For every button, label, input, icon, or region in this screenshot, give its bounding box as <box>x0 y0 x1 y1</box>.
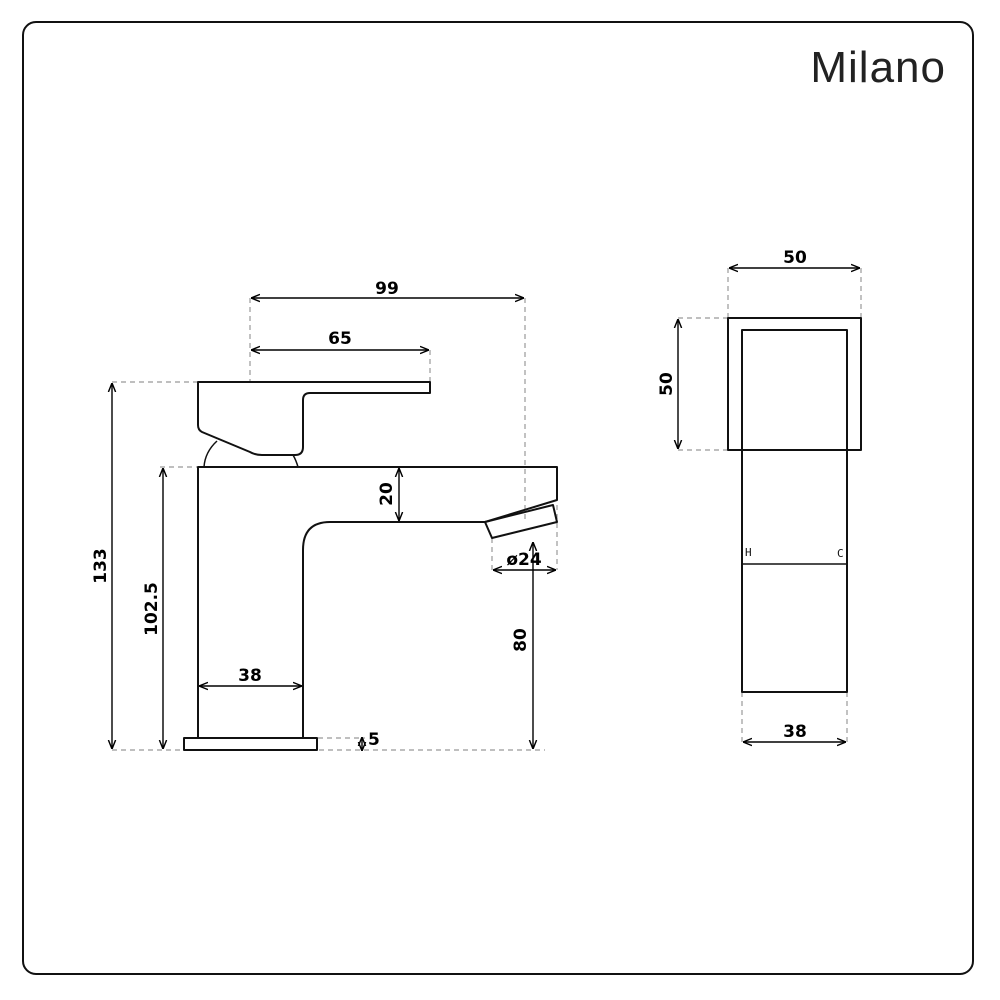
dim-front-body-width: 38 <box>783 722 807 742</box>
handle-collar <box>203 440 218 468</box>
dim-body-width: 38 <box>238 666 262 686</box>
dim-spout-height: 102.5 <box>142 582 162 636</box>
handle-collar-right <box>292 454 299 468</box>
dim-handle-width: 50 <box>783 248 807 268</box>
dim-outlet-diameter: ø24 <box>506 550 542 570</box>
dim-lever-length: 65 <box>328 329 352 349</box>
tap-body <box>197 466 558 739</box>
tap-body-front <box>741 329 848 693</box>
dim-base-thickness: 5 <box>368 730 380 750</box>
front-extension-lines <box>678 268 862 742</box>
extension-lines <box>112 298 558 751</box>
dim-spout-thickness: 20 <box>377 482 397 506</box>
cold-label: C <box>837 547 844 560</box>
lever-handle <box>197 381 431 456</box>
aerator <box>484 504 558 539</box>
hot-label: H <box>745 546 752 559</box>
brand-logo: Milano <box>810 43 946 92</box>
dim-total-depth: 99 <box>375 279 399 299</box>
dim-handle-depth: 50 <box>657 372 677 396</box>
base-plate <box>183 737 318 751</box>
front-view: H C 50 50 38 <box>657 248 862 742</box>
side-view: 99 65 133 102.5 20 ø24 80 38 5 <box>91 279 558 751</box>
drawing-frame <box>22 21 974 975</box>
handle-top <box>727 317 862 451</box>
dim-total-height: 133 <box>91 548 111 584</box>
dim-outlet-clearance: 80 <box>511 628 531 652</box>
